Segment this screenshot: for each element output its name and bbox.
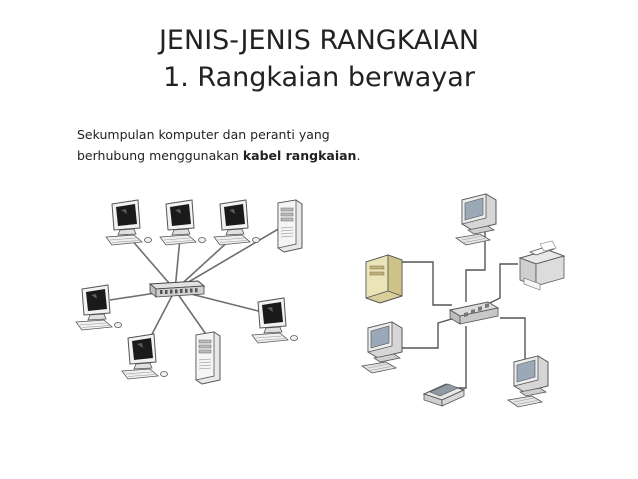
right-network-diagram [361, 193, 566, 408]
computer-icon [251, 297, 298, 344]
network-switch-icon [148, 280, 206, 298]
computer-icon [75, 284, 122, 331]
computer-icon [121, 333, 168, 380]
network-hub-icon [449, 301, 499, 325]
server-icon [195, 331, 221, 385]
printer-icon [518, 240, 566, 291]
description-period: . [356, 148, 361, 163]
computer-icon [455, 193, 497, 246]
slide-title-line1: JENIS-JENIS RANGKAIAN [158, 25, 480, 56]
slide-description: Sekumpulan komputer dan peranti yang ber… [77, 124, 360, 166]
computer-icon [159, 199, 206, 246]
slide-title-line2: 1. Rangkaian berwayar [163, 62, 475, 93]
server-icon [365, 254, 403, 304]
right-cables [398, 228, 526, 389]
description-text: berhubung menggunakan [77, 148, 243, 163]
computer-icon [105, 199, 152, 246]
server-icon [277, 199, 303, 253]
description-bold-term: kabel rangkaian [242, 148, 357, 163]
scanner-icon [422, 383, 466, 407]
computer-icon [507, 355, 549, 408]
left-star-diagram [75, 199, 303, 385]
description-line1: Sekumpulan komputer dan peranti yang [77, 127, 330, 142]
computer-icon [361, 321, 403, 374]
computer-icon [213, 199, 260, 246]
description-line2: berhubung menggunakan kabel rangkaian. [77, 145, 360, 166]
